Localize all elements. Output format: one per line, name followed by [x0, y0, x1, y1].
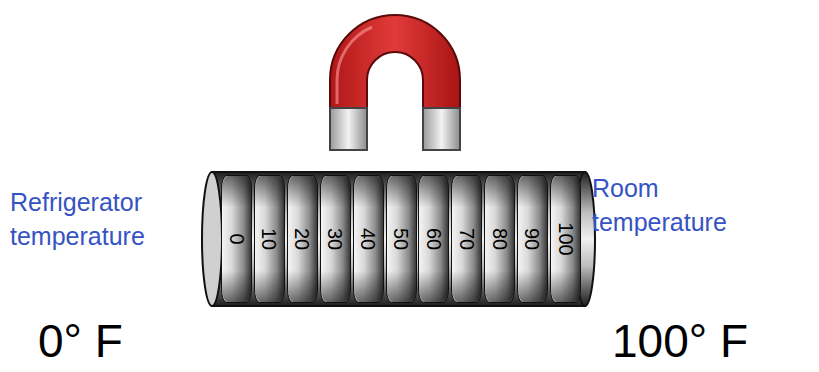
temperature-label: 0° F — [38, 318, 123, 364]
scale-number: 70 — [457, 228, 477, 250]
scale-number: 30 — [325, 228, 345, 250]
scale-number: 40 — [358, 228, 378, 250]
scale-segment: 30 — [320, 175, 351, 303]
magnet-pole — [423, 108, 460, 150]
cylinder — [202, 172, 595, 306]
scale-number: 100 — [556, 222, 576, 255]
scale-segment: 60 — [418, 175, 449, 303]
side-label: Room temperature — [592, 172, 767, 240]
scale-number: 60 — [424, 228, 444, 250]
horseshoe-magnet — [330, 15, 460, 150]
scale-segment: 20 — [287, 175, 318, 303]
scale-segment: 80 — [484, 175, 515, 303]
scale-segment: 10 — [254, 175, 285, 303]
scale-segment: 70 — [451, 175, 482, 303]
scale-number: 10 — [259, 228, 279, 250]
scale-segment: 0 — [221, 175, 252, 303]
scale-number: 80 — [490, 228, 510, 250]
side-label: Refrigerator temperature — [10, 186, 200, 254]
scale-segment: 90 — [517, 175, 548, 303]
magnet-body — [330, 15, 460, 108]
magnet-pole — [330, 108, 367, 150]
scale-number: 0 — [227, 233, 247, 244]
scale-segment: 40 — [353, 175, 384, 303]
scale-number: 50 — [391, 228, 411, 250]
temperature-label: 100° F — [612, 318, 748, 364]
scale-number: 90 — [523, 228, 543, 250]
scale-number: 20 — [292, 228, 312, 250]
scale-segment: 50 — [386, 175, 417, 303]
scale-segment: 100 — [550, 175, 581, 303]
